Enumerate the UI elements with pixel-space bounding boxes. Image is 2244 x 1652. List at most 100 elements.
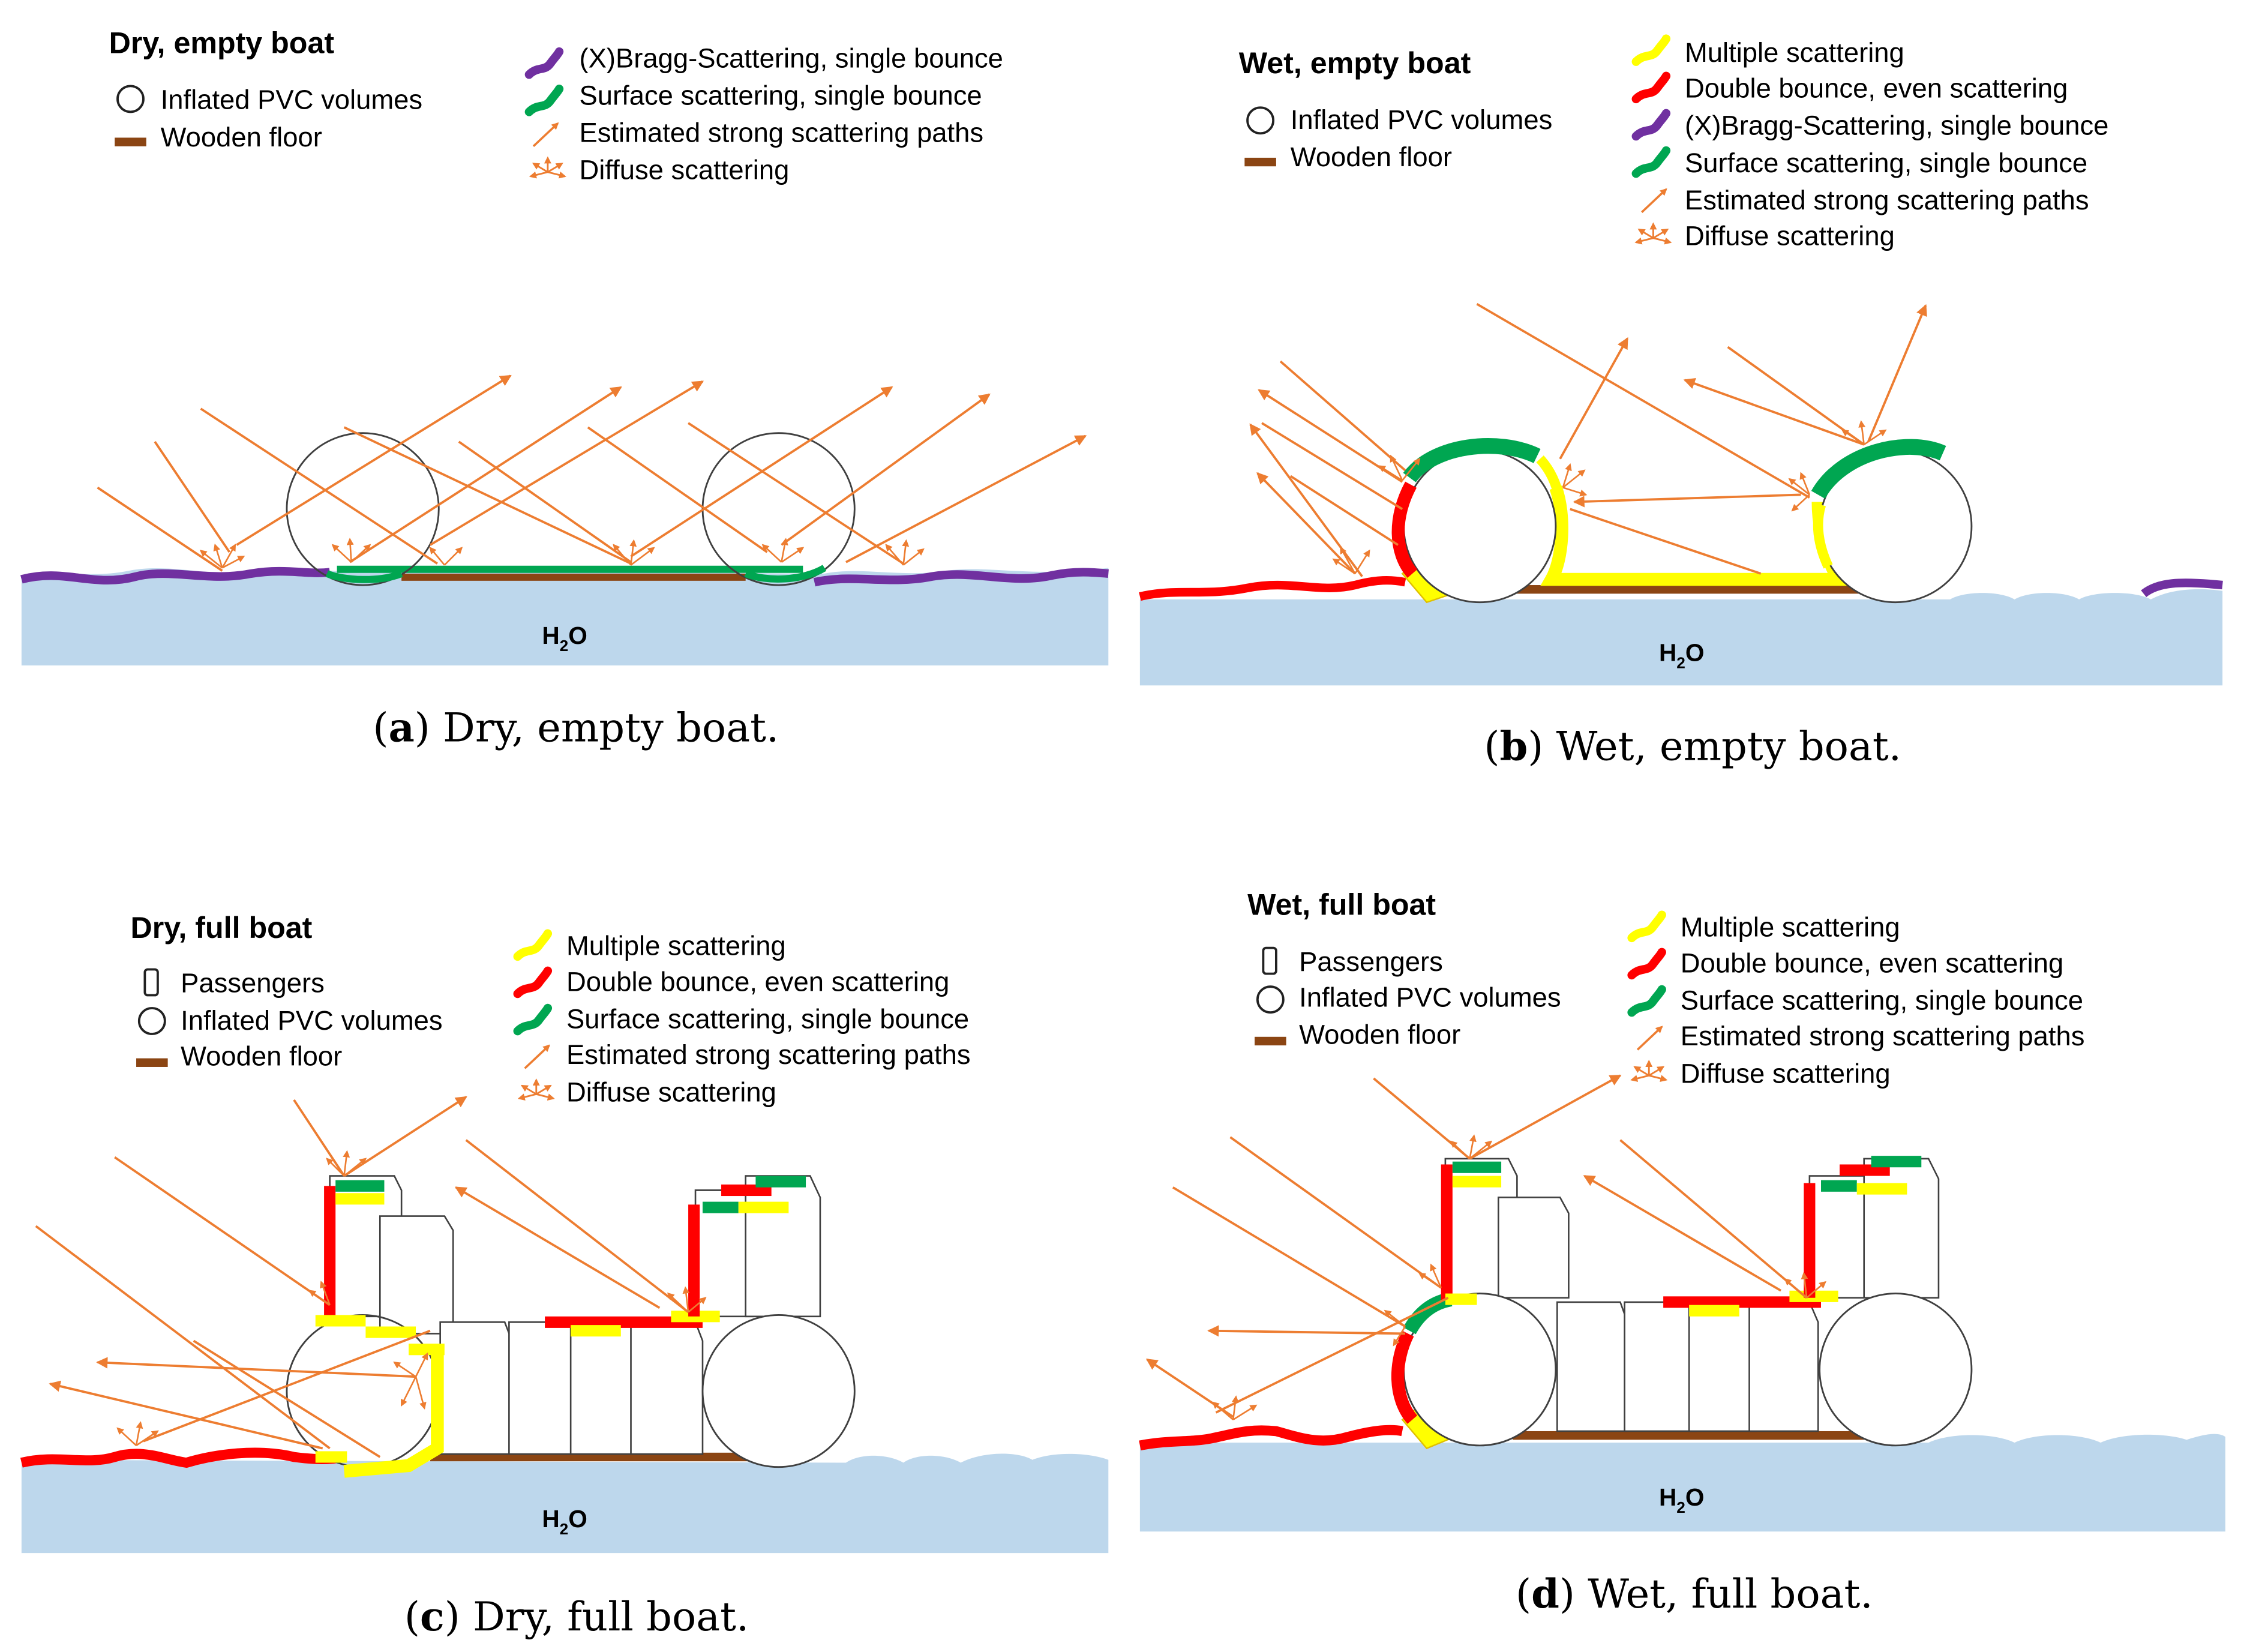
caption-b: (b) Wet, empty boat. [1484,722,1901,770]
strong-paths-c [35,1096,689,1458]
bragg-legend-icon [524,47,564,79]
water-a [21,568,1109,665]
diffuse-legend-icon [517,1078,555,1101]
floor-legend-icon [136,1058,168,1067]
passenger-legend-icon [143,968,159,997]
diffuse-legend-icon [1630,1060,1668,1082]
passenger [1556,1301,1628,1432]
passenger [1863,1158,1940,1299]
water-c [21,1453,1109,1554]
panel-b-legend-left: Inflated PVC volumes Wooden floor [1244,104,1552,172]
pvc-tube-left-b [1403,449,1557,604]
diffuse-legend-label: Diffuse scattering [1681,1058,1891,1089]
diffuse-legend-label: Diffuse scattering [566,1077,776,1107]
surface-legend-icon [1631,146,1671,178]
diffuse-scatter-c [116,1150,707,1446]
double-legend-label: Double bounce, even scattering [566,966,949,997]
pvc-legend-icon [116,85,145,113]
strong-path-legend-label: Estimated strong scattering paths [566,1039,971,1070]
water-b [1139,589,2223,686]
panel-b-legend-right: Multiple scattering Double bounce, even … [1631,34,2108,251]
panel-a-title: Dry, empty boat [109,26,335,59]
panel-c: Dry, full boat Passengers Inflated PVC v… [20,911,1109,1640]
floor-legend-label: Wooden floor [1299,1020,1460,1050]
panel-a-legend-right: (X)Bragg-Scattering, single bounce Surfa… [524,43,1003,185]
passenger [1748,1301,1819,1432]
passenger-legend-label: Passengers [181,968,325,999]
passenger [1688,1301,1757,1432]
surface-legend-icon [513,1003,553,1036]
panel-d: Wet, full boat Passengers Inflated PVC v… [1139,888,2225,1617]
multiple-legend-icon [1631,34,1671,66]
panel-d-title: Wet, full boat [1247,888,1436,922]
panel-c-legend-right: Multiple scattering Double bounce, even … [513,929,971,1107]
strong-paths-b [1249,302,1927,577]
panel-b: Wet, empty boat Inflated PVC volumes Woo… [1139,34,2223,770]
double-legend-label: Double bounce, even scattering [1685,73,2068,104]
bragg-legend-label: (X)Bragg-Scattering, single bounce [1685,110,2108,141]
surface-legend-icon [524,84,564,116]
multiple-legend-label: Multiple scattering [566,931,786,961]
bragg-legend-label: (X)Bragg-Scattering, single bounce [579,43,1003,73]
diffuse-legend-label: Diffuse scattering [1685,221,1895,251]
passenger [1624,1301,1697,1432]
double-bounce-surface-b [1139,575,1406,601]
pvc-tube-right-d [1819,1293,1973,1447]
passenger-legend-label: Passengers [1299,946,1443,977]
diffuse-legend-label: Diffuse scattering [579,155,789,185]
floor-legend-icon [115,137,146,146]
water-label-b: H2O [1659,639,1705,672]
pvc-legend-icon [1246,106,1275,135]
passenger [745,1175,821,1318]
passenger [630,1321,704,1455]
double-legend-icon [513,966,553,999]
wooden-floor-d [1513,1431,1864,1440]
strong-path-legend-icon [532,122,559,148]
surface-legend-label: Surface scattering, single bounce [566,1003,969,1034]
diffuse-scatter-b [1332,420,1887,574]
double-legend-label: Double bounce, even scattering [1681,948,2063,978]
diffuse-scatter-d [1211,1134,1827,1420]
pvc-tube-left-a [286,432,440,586]
strong-path-legend-icon [1641,188,1667,213]
wooden-floor-a [401,573,746,581]
passenger [1497,1197,1570,1299]
pvc-legend-icon [137,1007,166,1035]
water-label-a: H2O [542,622,587,655]
panel-b-title: Wet, empty boat [1239,46,1471,80]
diffuse-legend-icon [529,156,566,179]
water-label-d: H2O [1659,1483,1705,1516]
water-d [1139,1434,2225,1532]
pvc-legend-label: Inflated PVC volumes [1299,982,1561,1013]
water-label-c: H2O [542,1505,587,1538]
diffuse-legend-icon [1634,222,1672,245]
panel-c-legend-left: Passengers Inflated PVC volumes Wooden f… [136,968,443,1072]
multiple-legend-icon [1627,910,1666,943]
bragg-legend-icon [1631,109,1671,141]
bragg-surface-b [2141,578,2223,598]
strong-path-legend-label: Estimated strong scattering paths [1681,1021,2085,1051]
panel-a-legend-left: Inflated PVC volumes Wooden floor [115,85,422,152]
double-legend-icon [1631,71,1671,104]
strong-path-legend-icon [1636,1026,1663,1051]
strong-path-legend-label: Estimated strong scattering paths [579,118,983,148]
pvc-legend-icon [1256,985,1285,1014]
multiple-legend-icon [513,929,553,961]
pvc-legend-label: Inflated PVC volumes [161,85,422,115]
pvc-tube-right-c [701,1314,856,1468]
panel-a: Dry, empty boat Inflated PVC volumes Woo… [20,26,1109,751]
double-bounce-surface-c [20,1447,346,1468]
floor-legend-label: Wooden floor [1291,142,1452,172]
multiple-legend-label: Multiple scattering [1685,37,1904,68]
caption-c: (c) Dry, full boat. [404,1593,749,1640]
passengers-c [329,1175,821,1455]
passenger [569,1321,639,1455]
multiple-legend-label: Multiple scattering [1681,912,1900,943]
surface-legend-icon [1627,985,1666,1017]
surface-legend-label: Surface scattering, single bounce [579,80,982,110]
surface-legend-label: Surface scattering, single bounce [1685,148,2087,178]
strong-paths-a [97,374,1087,572]
pvc-legend-label: Inflated PVC volumes [181,1005,442,1036]
caption-d: (d) Wet, full boat. [1516,1570,1873,1617]
